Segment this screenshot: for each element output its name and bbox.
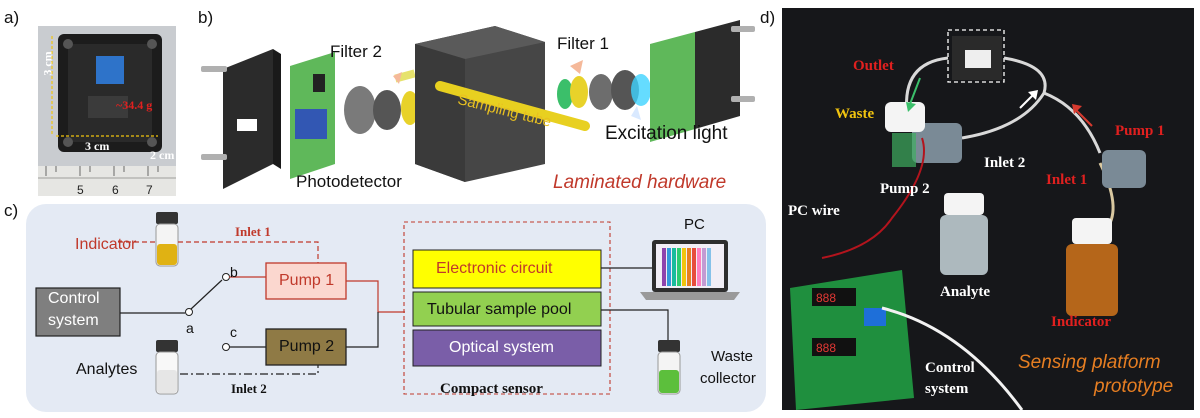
inlet-1-label: Inlet 1	[235, 224, 271, 239]
analyte-photo-label: Analyte	[940, 284, 990, 300]
pump-2-label[interactable]: Pump 2	[279, 338, 335, 355]
svg-text:888: 888	[816, 291, 836, 305]
indicator-label: Indicator	[75, 236, 137, 253]
panel-c-background	[26, 204, 766, 412]
control-system-photo-label-line2: system	[925, 381, 969, 397]
laminated-hardware-label: Laminated hardware	[553, 172, 727, 193]
control-system-label-line2: system	[48, 312, 99, 329]
compact-sensor-label: Compact sensor	[440, 381, 543, 397]
width-dimension-label: 3 cm	[85, 139, 110, 153]
indicator-photo-label: Indicator	[1051, 314, 1111, 330]
filter-2-label: Filter 2	[330, 42, 382, 61]
panel-b-label: b)	[198, 8, 214, 27]
pump-2-photo-label: Pump 2	[880, 181, 930, 197]
control-system-photo-label-line1: Control	[925, 360, 975, 376]
optical-system-label: Optical system	[449, 339, 554, 356]
pump-1-label[interactable]: Pump 1	[279, 272, 335, 289]
ruler-number-5: 5	[77, 183, 84, 197]
control-system-label-line1: Control	[48, 290, 100, 307]
switch-terminal-a: a	[186, 320, 194, 336]
photodetector-label: Photodetector	[296, 172, 402, 191]
waste-collector-label-line1: Waste	[711, 348, 753, 365]
filter-1-label: Filter 1	[557, 34, 609, 53]
weight-label: ~34.4 g	[116, 98, 153, 112]
switch-terminal-c: c	[230, 324, 237, 340]
panel-a-label: a)	[4, 8, 20, 27]
platform-photo: 888 888	[782, 8, 1194, 410]
inlet-2-photo-label: Inlet 2	[984, 155, 1026, 171]
pump-1-photo-label: Pump 1	[1115, 123, 1165, 139]
pc-label: PC	[684, 216, 705, 233]
outlet-label: Outlet	[853, 58, 894, 74]
platform-title-line1: Sensing platform	[1018, 352, 1161, 373]
platform-title-line2: prototype	[1094, 376, 1174, 397]
excitation-light-label: Excitation light	[605, 123, 728, 144]
electronic-circuit-label: Electronic circuit	[436, 260, 553, 277]
inlet-2-label: Inlet 2	[231, 381, 267, 396]
ruler-number-6: 6	[112, 183, 119, 197]
system-flow-diagram	[26, 204, 766, 412]
sensor-photo	[38, 26, 176, 196]
waste-collector-label-line2: collector	[700, 370, 756, 387]
analytes-label: Analytes	[76, 361, 138, 378]
height-dimension-label: 3 cm	[40, 51, 55, 76]
svg-text:888: 888	[816, 341, 836, 355]
panel-c-label: c)	[4, 201, 19, 220]
ruler-number-7: 7	[146, 183, 153, 197]
panel-d-label: d)	[760, 8, 776, 27]
waste-label: Waste	[835, 106, 875, 122]
tubular-sample-pool-label: Tubular sample pool	[427, 301, 572, 318]
exploded-hardware-diagram	[201, 20, 755, 189]
inlet-1-photo-label: Inlet 1	[1046, 172, 1088, 188]
depth-dimension-label: 2 cm	[150, 148, 175, 162]
switch-terminal-b: b	[230, 264, 238, 280]
pc-wire-label: PC wire	[788, 203, 840, 219]
